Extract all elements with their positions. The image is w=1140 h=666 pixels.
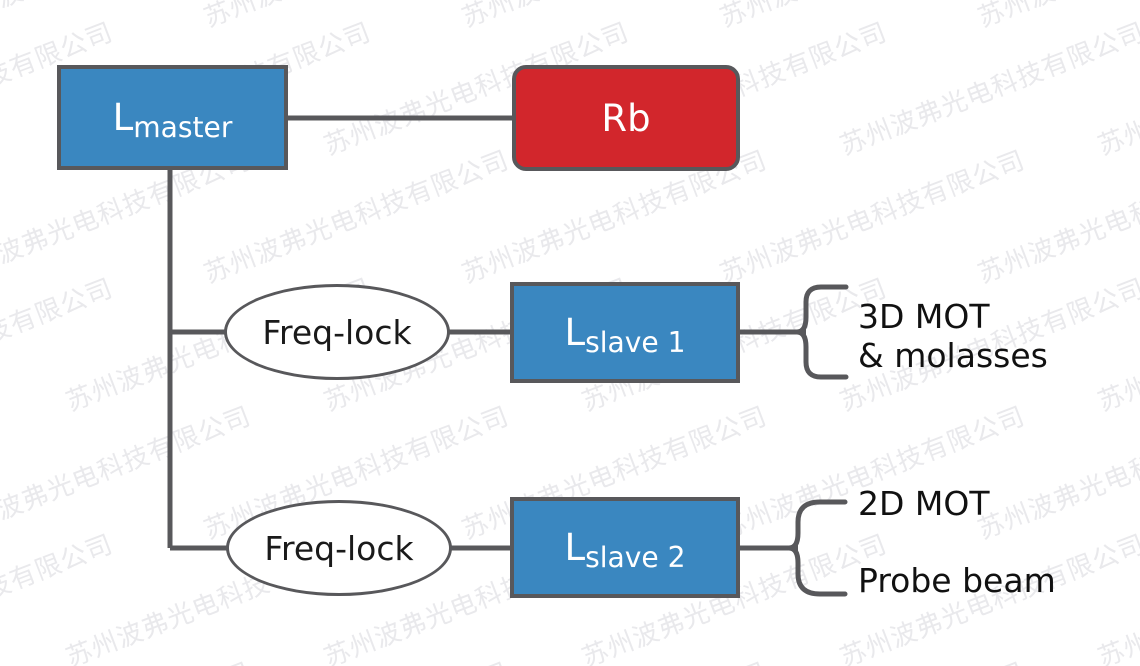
- output-label-branch-2-top: 2D MOT: [858, 484, 990, 524]
- output-2-line-1: 2D MOT: [858, 484, 990, 523]
- rb-label: Rb: [601, 96, 651, 140]
- node-slave-laser-2[interactable]: Lslave 2: [510, 497, 740, 598]
- node-freq-lock-2[interactable]: Freq-lock: [226, 500, 452, 596]
- output-label-branch-2-bottom: Probe beam: [858, 561, 1056, 601]
- output-label-branch-1: 3D MOT & molasses: [858, 297, 1048, 376]
- master-laser-label: Lmaster: [112, 96, 233, 145]
- output-2-line-2: Probe beam: [858, 561, 1056, 600]
- output-1-line-1: 3D MOT: [858, 297, 990, 336]
- slave-laser-1-label: Lslave 1: [564, 311, 686, 360]
- node-slave-laser-1[interactable]: Lslave 1: [510, 282, 740, 383]
- brace-output-2: [786, 499, 848, 597]
- output-1-line-2: & molasses: [858, 335, 1048, 375]
- brace-output-1: [794, 284, 849, 380]
- node-rb-vapor-cell[interactable]: Rb: [512, 65, 740, 171]
- node-master-laser[interactable]: Lmaster: [57, 65, 288, 170]
- freq-lock-1-label: Freq-lock: [262, 312, 412, 352]
- node-freq-lock-1[interactable]: Freq-lock: [224, 284, 450, 380]
- freq-lock-2-label: Freq-lock: [264, 528, 414, 568]
- slave-laser-2-label: Lslave 2: [564, 526, 686, 575]
